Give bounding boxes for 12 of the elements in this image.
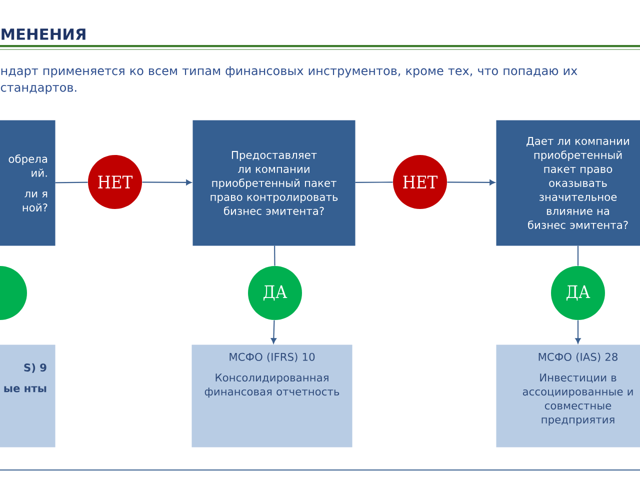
standard-box: МСФО (IAS) 28 Инвестиции в ассоциированные и совместные предприятия [496,344,640,448]
question-box: Предоставляет ли компании приобретенный пакет право контролировать бизнес эмитента? [192,120,356,246]
slide-title: МЕНЕНИЯ [2,28,86,40]
standard-box: S) 9 ые нты [0,344,56,448]
question-box: обрела ий. ли я ной? [0,120,56,246]
connector-arrow [142,180,192,186]
question-box: Дает ли компании приобретенный пакет право оказывать значительное влияние на бизнес эмитента? [496,120,640,246]
standard-box: МСФО (IFRS) 10 Консолидированная финансовая отчетность [192,344,352,448]
connector-arrow [447,180,496,186]
intro-text: ндарт применяется ко всем типам финансовых инструментов, кроме тех, что попадаю их стандартов. [0,66,578,94]
connector-arrow [270,320,276,344]
connector-arrow [575,320,581,344]
